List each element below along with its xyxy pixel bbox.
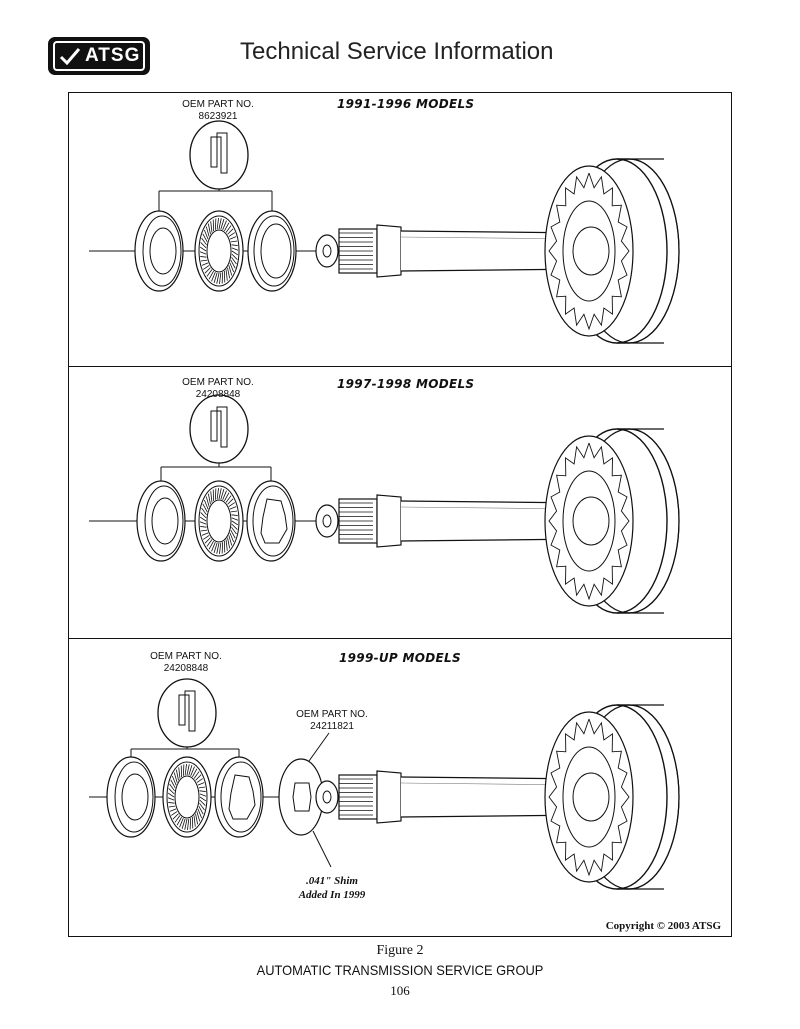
bearing-race	[214, 756, 264, 838]
panel-1997-1998: OEM PART NO. 24208848 1997-1998 MODELS	[69, 366, 731, 638]
panel-1999-up: OEM PART NO. 24208848 1999-UP MODELS OEM…	[69, 638, 731, 936]
shim	[278, 758, 324, 836]
shim-note-line-2: Added In 1999	[298, 889, 366, 901]
oem-label-text: OEM PART NO.	[150, 651, 222, 662]
model-label: 1999-UP MODELS	[339, 651, 461, 665]
oem-label-text: OEM PART NO.	[182, 377, 254, 388]
exploded-view-art	[89, 394, 680, 614]
logo-text: ATSG	[85, 45, 141, 66]
page-number: 106	[390, 983, 410, 998]
model-label: 1997-1998 MODELS	[337, 377, 475, 391]
figure-caption: Figure 2	[376, 943, 424, 958]
atsg-logo: ATSG	[48, 37, 150, 75]
exploded-view-art	[89, 120, 680, 344]
diagram-frame: OEM PART NO. 8623921 1991-1996 MODELS OE…	[68, 92, 732, 937]
panel-1991-1996: OEM PART NO. 8623921 1991-1996 MODELS	[69, 93, 731, 366]
shim-note: .041" Shim Added In 1999	[277, 874, 387, 902]
shim-note-line-1: .041" Shim	[306, 875, 358, 887]
bearing-race	[246, 480, 296, 562]
bearing-race	[247, 210, 297, 292]
page-title: Technical Service Information	[240, 38, 554, 65]
oem-part-label: OEM PART NO. 24208848	[141, 651, 231, 675]
part-callout-bubble	[158, 120, 273, 215]
shim-oem-part-number: 24211821	[310, 721, 354, 732]
needle-bearing	[194, 480, 244, 562]
oem-part-number: 24208848	[163, 663, 209, 674]
thrust-washer	[136, 480, 186, 562]
needle-bearing	[162, 756, 212, 838]
oem-part-label: OEM PART NO. 24208848	[173, 377, 263, 401]
output-shaft-and-ring-gear	[315, 704, 680, 890]
exploded-view-diagram-3	[89, 678, 680, 890]
model-label: 1991-1996 MODELS	[337, 97, 475, 111]
thrust-washer	[134, 210, 184, 292]
exploded-view-diagram-2	[89, 394, 680, 614]
oem-part-label: OEM PART NO. 8623921	[173, 99, 263, 123]
oem-part-number: 8623921	[198, 111, 238, 122]
exploded-view-diagram-1	[89, 120, 680, 344]
checkmark-logo-icon	[59, 48, 81, 65]
output-shaft-and-ring-gear	[315, 158, 680, 344]
oem-label-text: OEM PART NO.	[182, 99, 254, 110]
exploded-view-art	[89, 678, 680, 890]
shim-leader-top	[308, 732, 330, 762]
footer-organization: AUTOMATIC TRANSMISSION SERVICE GROUP	[256, 962, 544, 978]
thrust-washer	[106, 756, 156, 838]
shim-leader-bottom	[312, 830, 332, 868]
needle-bearing	[194, 210, 244, 292]
part-callout-bubble	[130, 678, 240, 773]
shim-oem-part-label: OEM PART NO. 24211821	[287, 709, 377, 733]
part-callout-bubble	[160, 394, 272, 491]
shim-oem-label-text: OEM PART NO.	[296, 709, 368, 720]
output-shaft-and-ring-gear	[315, 428, 680, 614]
oem-part-number: 24208848	[195, 389, 241, 400]
copyright-notice: Copyright © 2003 ATSG	[605, 920, 721, 932]
